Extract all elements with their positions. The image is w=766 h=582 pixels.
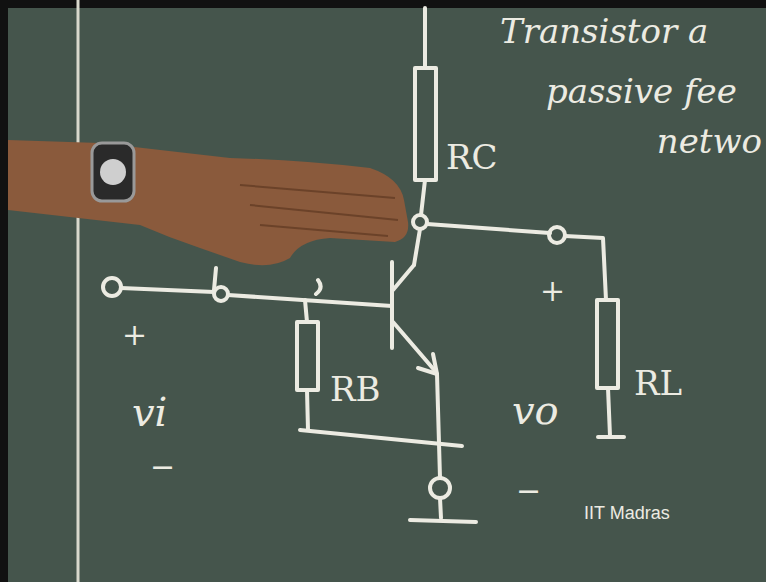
emitter-arrow: [418, 354, 437, 374]
bias-wire: [305, 300, 307, 322]
component-label: RB: [330, 372, 381, 406]
base-wire: [228, 295, 392, 306]
polarity-sign: −: [150, 452, 175, 482]
input-wire: [121, 288, 214, 292]
polarity-sign: −: [516, 476, 541, 506]
hand-figure: [8, 140, 408, 265]
finger-crease: [240, 185, 398, 236]
resistor-symbol: [597, 300, 618, 388]
hand-shape: [8, 140, 408, 265]
common-wire: [300, 430, 462, 446]
ground-wire: [440, 498, 441, 518]
load-wire: [565, 236, 606, 300]
bias-wire: [307, 390, 308, 430]
emitter-wire: [437, 374, 440, 478]
component-label: RL: [634, 366, 682, 400]
output-wire: [427, 224, 550, 233]
chalk-mark: [214, 268, 321, 294]
watch-face: [100, 159, 126, 185]
polarity-sign: +: [540, 276, 565, 306]
resistor-symbol: [297, 322, 318, 390]
supply-wire: [423, 8, 427, 68]
load-ground-tick: [598, 435, 624, 439]
collector-wire: [421, 180, 425, 215]
signal-name: vi: [132, 392, 167, 432]
output-terminal: [549, 227, 565, 243]
board-heading: netwo: [657, 124, 762, 158]
frame-top: [0, 0, 766, 8]
load-ground-wire: [608, 388, 610, 436]
emitter-lead: [393, 322, 436, 372]
signal-name: vo: [512, 390, 559, 430]
collector-lead: [414, 229, 420, 265]
resistor-symbol: [415, 68, 436, 180]
board-heading: Transistor a: [500, 14, 708, 48]
board-heading: passive fee: [546, 74, 737, 108]
ground-terminal: [430, 478, 450, 498]
board-margin-line: [77, 0, 80, 582]
wristwatch: [92, 143, 134, 201]
watermark: IIT Madras: [584, 504, 670, 522]
frame-left: [0, 0, 8, 582]
input-node: [214, 287, 228, 301]
collector-node: [413, 215, 427, 229]
component-label: RC: [446, 140, 498, 174]
collector-lead: [393, 265, 414, 290]
ground-bar: [410, 520, 476, 522]
input-terminal: [103, 278, 121, 296]
polarity-sign: +: [122, 320, 147, 350]
